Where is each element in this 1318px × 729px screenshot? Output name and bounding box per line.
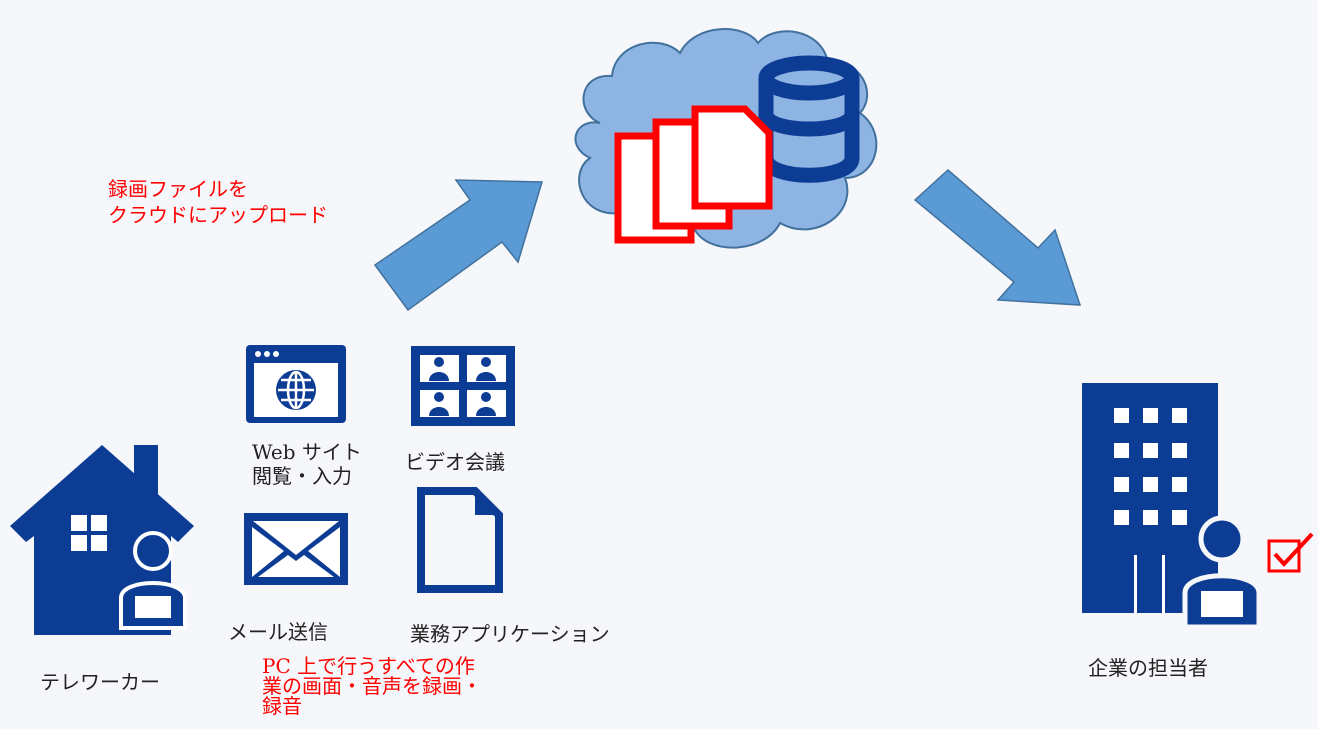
app-label: 業務アプリケーション (410, 622, 610, 646)
video-label: ビデオ会議 (405, 450, 505, 474)
upload-arrow (373, 179, 544, 312)
mail-label: メール送信 (228, 620, 328, 644)
envelope-icon (244, 513, 348, 585)
recording-label: PC 上で行うすべての作 業の画面・音声を録画・ 録音 (262, 654, 482, 718)
person-laptop-icon (119, 531, 187, 630)
web-browser-icon (246, 345, 346, 423)
web-label: Web サイト 閲覧・入力 (252, 440, 362, 488)
office-building-icon (1082, 383, 1218, 613)
manager-person-icon (1182, 515, 1262, 630)
upload-label: 録画ファイルを クラウドにアップロード (108, 177, 328, 227)
video-conference-icon (411, 346, 515, 426)
manager-label: 企業の担当者 (1088, 656, 1208, 680)
document-icon (417, 487, 503, 593)
checkbox-check-icon (1267, 532, 1314, 573)
download-arrow (913, 168, 1082, 306)
teleworker-label: テレワーカー (40, 670, 160, 694)
document-stack-icon (614, 105, 773, 244)
